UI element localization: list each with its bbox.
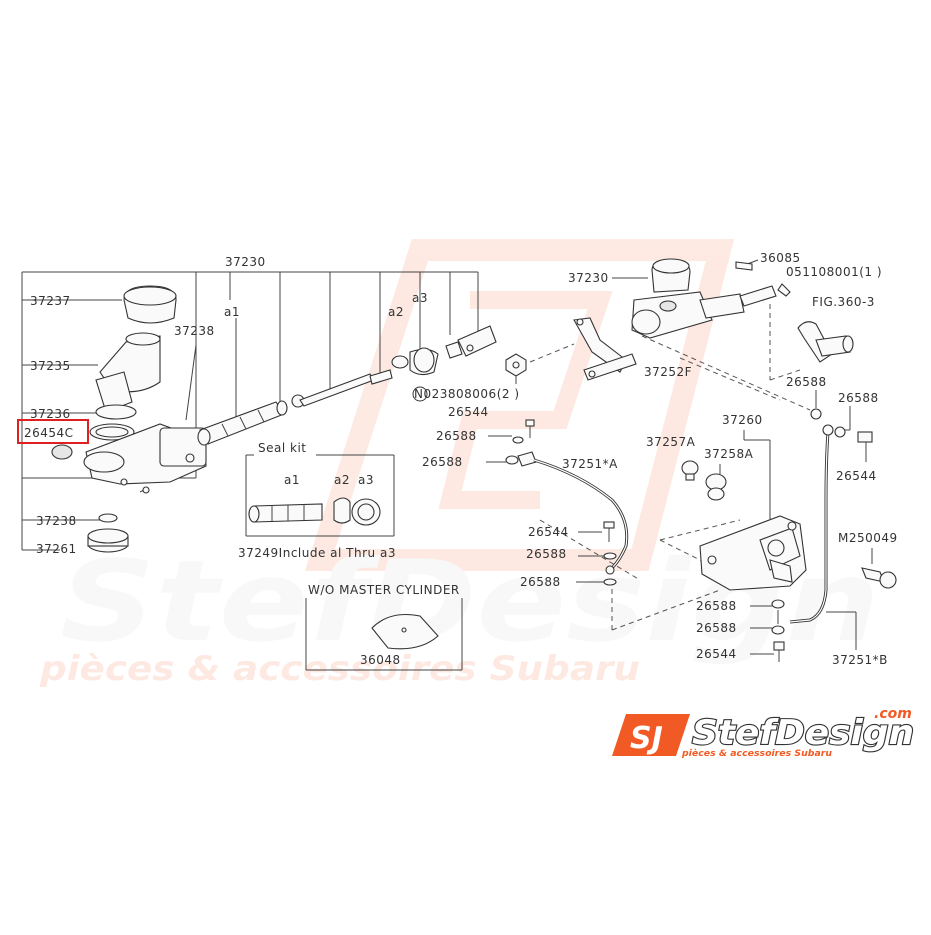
label-37235[interactable]: 37235 [30, 359, 71, 373]
clevis-part [445, 325, 497, 359]
label-37258a[interactable]: 37258A [704, 447, 754, 461]
label-36085[interactable]: 36085 [760, 251, 801, 265]
label-26588-f[interactable]: 26588 [838, 391, 879, 405]
label-051108001[interactable]: 051108001(1 ) [786, 265, 882, 279]
release-fasteners-part [771, 599, 785, 662]
left-bracket-lines [21, 271, 479, 551]
watermark-tagline: pièces & accessoires Subaru [39, 649, 640, 689]
installed-master-cylinder-part [631, 258, 777, 339]
cover-plate-part [371, 613, 439, 650]
n-marker-icon [412, 386, 428, 402]
label-seal-kit: Seal kit [258, 441, 307, 455]
label-a2[interactable]: a2 [388, 305, 404, 319]
clutch-pedal-link-part [797, 321, 854, 363]
bolt-26544-b-part [603, 521, 617, 586]
watermark-logo-mark [304, 239, 735, 571]
label-26454c[interactable]: 26454C [24, 426, 74, 440]
brand-logo: SJ StefDesign .com pièces & accessoires … [612, 706, 915, 759]
logo-tagline: pièces & accessoires Subaru [681, 748, 833, 759]
nut-part [505, 353, 527, 377]
label-a3[interactable]: a3 [412, 291, 428, 305]
bolt-m250049-part [861, 567, 897, 589]
label-37238-upper[interactable]: 37238 [174, 324, 215, 338]
label-n023808006[interactable]: N023808006(2 ) [414, 387, 520, 401]
pin-part [735, 261, 791, 297]
lower-cap-part [87, 528, 129, 553]
label-26588-b[interactable]: 26588 [422, 455, 463, 469]
bleeder-cap-part [681, 460, 699, 481]
label-26588-c[interactable]: 26588 [526, 547, 567, 561]
seal-kit-parts [248, 497, 381, 526]
bracket-37252f-part [573, 317, 637, 381]
label-37230-top[interactable]: 37230 [225, 255, 266, 269]
label-seal-kit-a3[interactable]: a3 [358, 473, 374, 487]
label-37252f[interactable]: 37252F [644, 365, 692, 379]
washer-26588-e-part [810, 408, 822, 420]
logo-mark-text: SJ [630, 721, 663, 756]
label-26588-g[interactable]: 26588 [696, 599, 737, 613]
label-37236[interactable]: 37236 [30, 407, 71, 421]
hose-clamp-part [89, 423, 135, 441]
label-37237[interactable]: 37237 [30, 294, 71, 308]
logo-wordmark: StefDesign [692, 713, 914, 753]
label-37251a[interactable]: 37251*A [562, 457, 618, 471]
label-26544-d[interactable]: 26544 [696, 647, 737, 661]
bleeder-screw-part [705, 473, 727, 501]
label-36048[interactable]: 36048 [360, 653, 401, 667]
push-rod-part [299, 347, 439, 407]
highlight-box-26454c [17, 419, 89, 444]
label-m250049[interactable]: M250049 [838, 531, 898, 545]
label-26544-b[interactable]: 26544 [528, 525, 569, 539]
label-37251b[interactable]: 37251*B [832, 653, 888, 667]
label-26588-d[interactable]: 26588 [520, 575, 561, 589]
label-37260[interactable]: 37260 [722, 413, 763, 427]
label-26588-e[interactable]: 26588 [786, 375, 827, 389]
label-26588-a[interactable]: 26588 [436, 429, 477, 443]
label-26544-a[interactable]: 26544 [448, 405, 489, 419]
reservoir-cap-part [123, 285, 177, 324]
logo-mark-icon [612, 714, 690, 756]
label-26544-c[interactable]: 26544 [836, 469, 877, 483]
seal-kit-box [245, 454, 395, 537]
piston-assembly-part [197, 394, 305, 446]
label-a1[interactable]: a1 [224, 305, 240, 319]
label-26588-h[interactable]: 26588 [696, 621, 737, 635]
washer-26588-a-part [512, 436, 524, 444]
label-seal-kit-a2[interactable]: a2 [334, 473, 350, 487]
label-37249[interactable]: 37249Include al Thru a3 [238, 546, 396, 560]
label-fig-360-3[interactable]: FIG.360-3 [812, 295, 875, 309]
label-37230-right[interactable]: 37230 [568, 271, 609, 285]
clutch-hose-b-part [789, 424, 834, 624]
bolt-26544-c-part [857, 431, 873, 443]
label-37238-lower[interactable]: 37238 [36, 514, 77, 528]
clutch-hose-a-part [533, 458, 629, 570]
label-seal-kit-a1[interactable]: a1 [284, 473, 300, 487]
logo-domain: .com [874, 706, 912, 722]
release-cylinder-part [699, 515, 807, 591]
wo-master-box [305, 598, 463, 671]
bolt-26544-a-part [525, 419, 535, 438]
hose-end-part [505, 451, 537, 467]
label-37261[interactable]: 37261 [36, 542, 77, 556]
reservoir-hose-part [95, 371, 137, 420]
washer-26588-f-part [834, 426, 846, 438]
master-cylinder-body-part [51, 423, 207, 494]
label-37257a[interactable]: 37257A [646, 435, 696, 449]
label-wo-master-cylinder: W/O MASTER CYLINDER [308, 583, 460, 597]
lower-oring-part [98, 513, 118, 523]
